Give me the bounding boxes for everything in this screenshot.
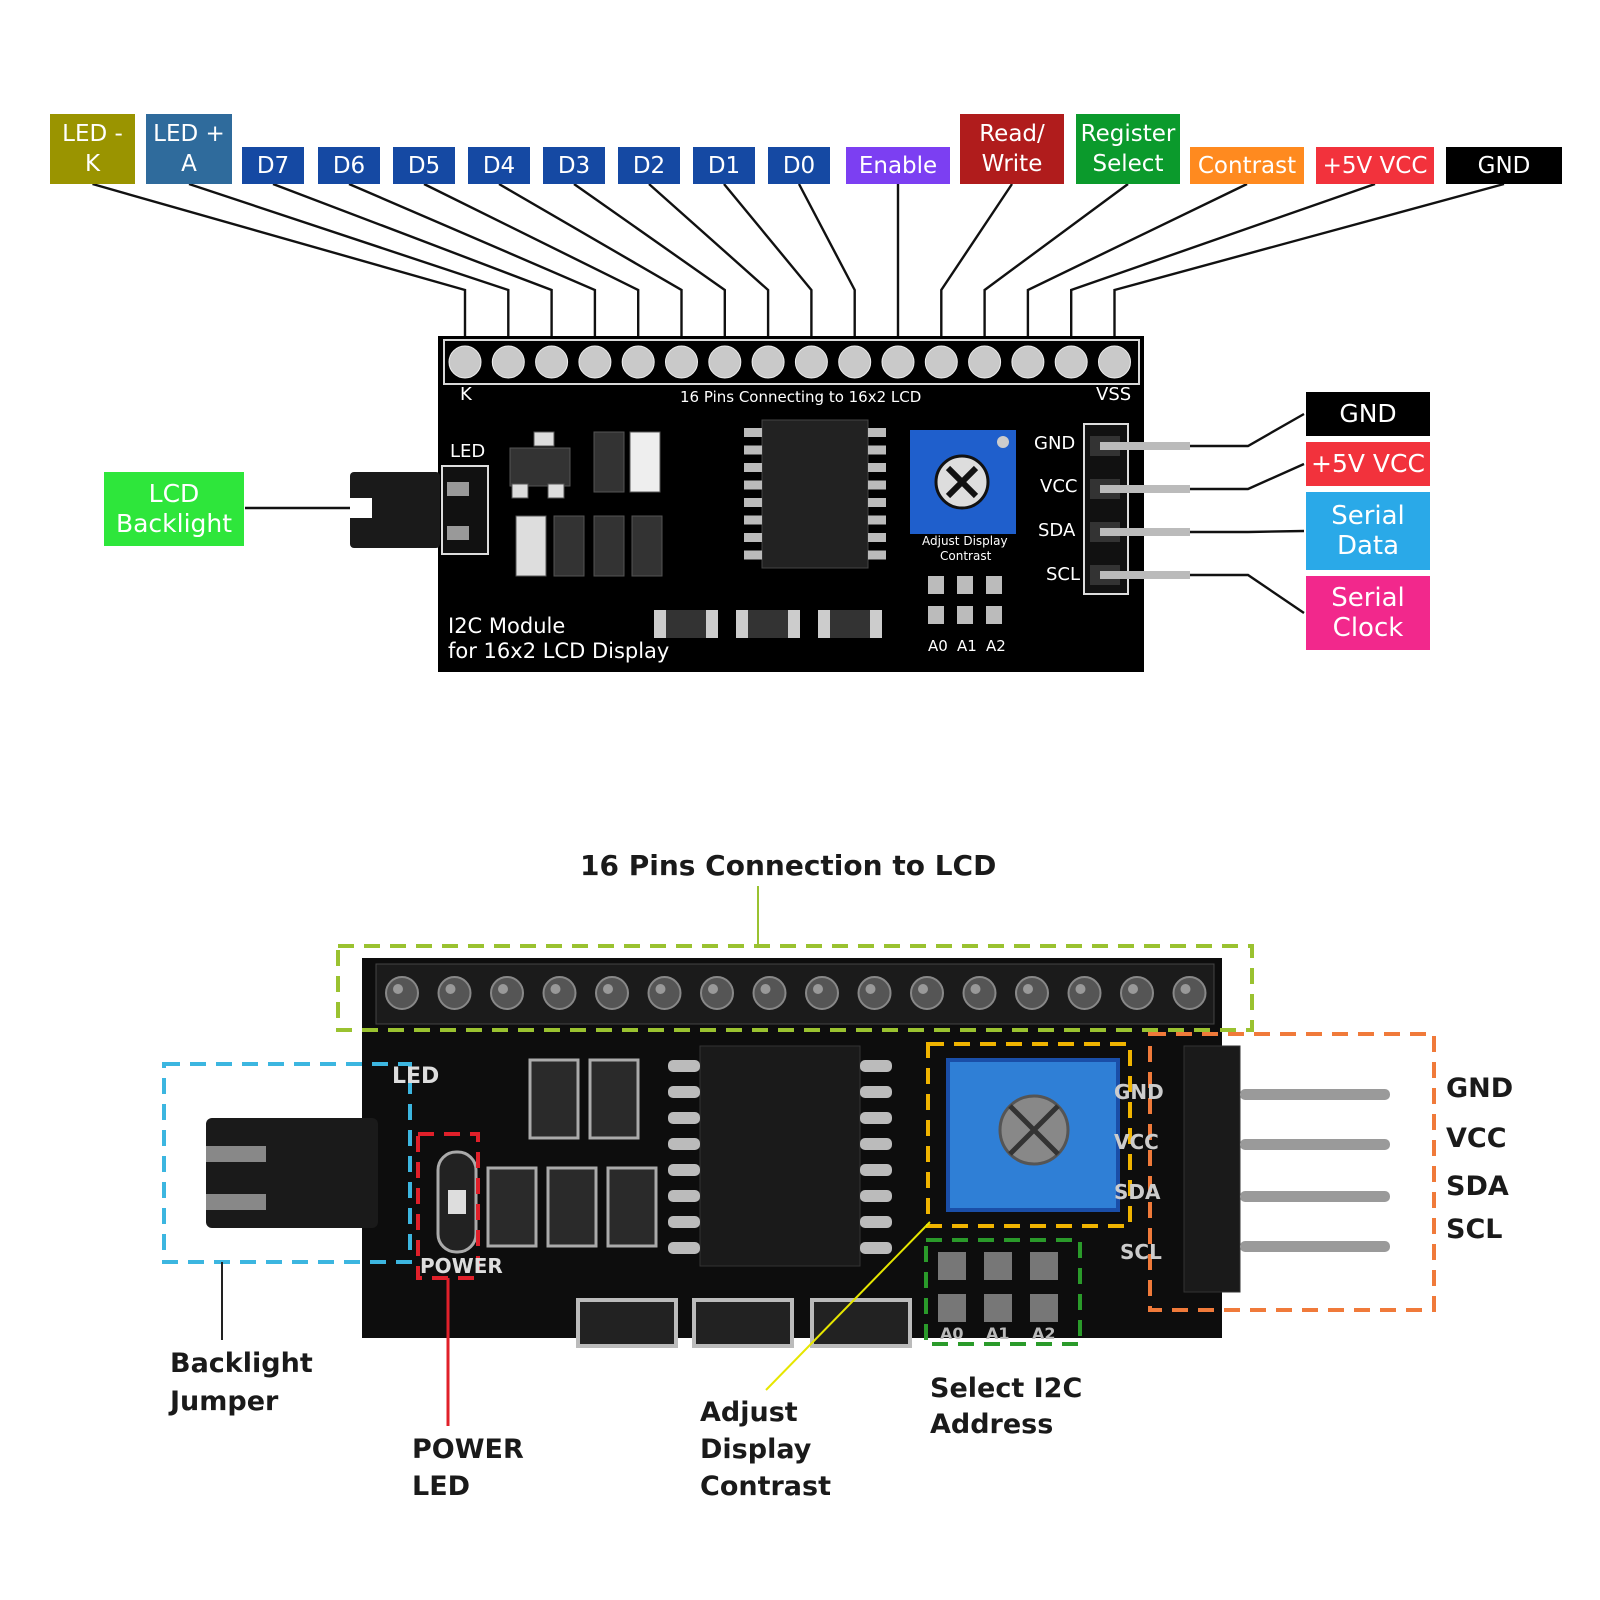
photo-led-lens	[448, 1190, 466, 1214]
photo-chip-pin	[668, 1060, 700, 1072]
photo-chip-pin	[668, 1164, 700, 1176]
photo-pin	[754, 977, 786, 1009]
photo-chip-pin	[860, 1242, 892, 1254]
photo-pin-shine	[866, 984, 876, 994]
photo-smd	[548, 1168, 596, 1246]
photo-pin	[964, 977, 996, 1009]
photo-pin	[1069, 977, 1101, 1009]
photo-chip-pin	[860, 1086, 892, 1098]
silkscreen-text: GND	[1114, 1080, 1164, 1104]
photo-pin	[859, 977, 891, 1009]
photo-side-header	[1184, 1046, 1240, 1292]
photo-chip-pin	[860, 1164, 892, 1176]
photo-addr-pad	[1030, 1294, 1058, 1322]
backlight-jumper-caption-1: Backlight	[170, 1346, 313, 1382]
select-address-caption-1: Select I2C	[930, 1371, 1082, 1407]
photo-jumper	[206, 1118, 378, 1228]
photo-pin	[544, 977, 576, 1009]
photo-jumper-pin	[206, 1146, 266, 1162]
photo-pin	[491, 977, 523, 1009]
photo-addr-pad	[984, 1294, 1012, 1322]
photo-pin-shine	[1128, 984, 1138, 994]
silkscreen-text: A0	[940, 1324, 964, 1343]
photo-smd	[530, 1060, 578, 1138]
silkscreen-text: SDA	[1114, 1180, 1160, 1204]
photo-addr-pad	[938, 1252, 966, 1280]
photo-pin-shine	[918, 984, 928, 994]
photo-chip-pin	[860, 1112, 892, 1124]
photo-resistor	[578, 1300, 676, 1346]
photo-pin	[596, 977, 628, 1009]
photo-resistor	[694, 1300, 792, 1346]
adjust-contrast-caption-2: Display	[700, 1432, 811, 1468]
photo-pin-shine	[603, 984, 613, 994]
photo-side-pin	[1240, 1191, 1390, 1202]
side-pin-gnd: GND	[1446, 1071, 1513, 1107]
photo-pin-shine	[656, 984, 666, 994]
photo-pin-shine	[446, 984, 456, 994]
photo-side-pin	[1240, 1241, 1390, 1252]
photo-smd	[590, 1060, 638, 1138]
photo-chip-pin	[668, 1112, 700, 1124]
power-led-caption-1: POWER	[412, 1432, 524, 1468]
silkscreen-text: POWER	[420, 1254, 503, 1278]
photo-pin	[649, 977, 681, 1009]
adjust-contrast-caption-3: Contrast	[700, 1469, 831, 1505]
photo-pin-shine	[551, 984, 561, 994]
silkscreen-text: VCC	[1114, 1130, 1159, 1154]
photo-chip-pin	[668, 1190, 700, 1202]
photo-pin	[386, 977, 418, 1009]
backlight-jumper-caption-2: Jumper	[170, 1384, 278, 1420]
photo-chip-pin	[860, 1060, 892, 1072]
photo-pin-shine	[761, 984, 771, 994]
photo-addr-pad	[1030, 1252, 1058, 1280]
photo-pin	[439, 977, 471, 1009]
photo-pin	[1121, 977, 1153, 1009]
photo-pin-shine	[1181, 984, 1191, 994]
photo-chip-pin	[668, 1086, 700, 1098]
adjust-contrast-caption-1: Adjust	[700, 1395, 798, 1431]
photo-chip-pin	[860, 1138, 892, 1150]
photo-addr-pad	[984, 1252, 1012, 1280]
photo-smd	[608, 1168, 656, 1246]
select-address-caption-2: Address	[930, 1407, 1053, 1443]
photo-pin-shine	[708, 984, 718, 994]
photo-pin	[701, 977, 733, 1009]
photo-chip-pin	[668, 1138, 700, 1150]
photo-pin-shine	[1076, 984, 1086, 994]
photo-chip-pin	[668, 1216, 700, 1228]
photo-chip	[700, 1046, 860, 1266]
photo-smd	[488, 1168, 536, 1246]
silkscreen-text: A2	[1032, 1324, 1056, 1343]
photo-chip-pin	[668, 1242, 700, 1254]
photo-pin	[1016, 977, 1048, 1009]
photo-chip-pin	[860, 1190, 892, 1202]
photo-pin-shine	[813, 984, 823, 994]
photo-pin-shine	[393, 984, 403, 994]
side-pin-sda: SDA	[1446, 1169, 1509, 1205]
photo-pin-shine	[971, 984, 981, 994]
silkscreen-text: SCL	[1120, 1240, 1162, 1264]
silkscreen-text: LED	[392, 1064, 439, 1089]
photo-resistor	[812, 1300, 910, 1346]
photo-pin	[1174, 977, 1206, 1009]
photo-jumper-pin	[206, 1194, 266, 1210]
photo-pin-shine	[1023, 984, 1033, 994]
side-pin-scl: SCL	[1446, 1212, 1502, 1248]
side-pin-vcc: VCC	[1446, 1121, 1507, 1157]
photo-side-pin	[1240, 1139, 1390, 1150]
silkscreen-text: A1	[986, 1324, 1010, 1343]
photo-addr-pad	[938, 1294, 966, 1322]
power-led-caption-2: LED	[412, 1469, 470, 1505]
photo-pin	[911, 977, 943, 1009]
photo-side-pin	[1240, 1089, 1390, 1100]
photo-chip-pin	[860, 1216, 892, 1228]
pins-connection-title: 16 Pins Connection to LCD	[580, 848, 996, 884]
photo-pin-shine	[498, 984, 508, 994]
photo-pin	[806, 977, 838, 1009]
